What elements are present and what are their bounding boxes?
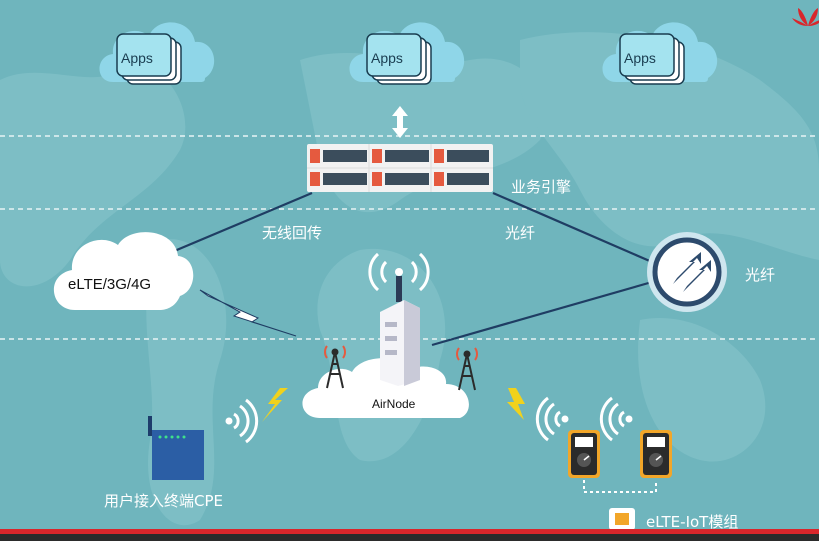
meter-device-icon: [568, 430, 600, 478]
progress-bar: [0, 529, 819, 534]
airnode-label: AirNode: [372, 397, 416, 411]
wifi-signal-icon: [535, 396, 569, 442]
lightning-icon: [507, 388, 525, 420]
apps-cloud-icon: [602, 22, 718, 85]
cpe-label: 用户接入终端CPE: [104, 492, 223, 510]
engine-label: 业务引擎: [511, 178, 572, 196]
apps-cloud-icon: [99, 22, 215, 85]
iot-module-label: eLTE-IoT模组: [646, 513, 739, 531]
fiber-line-top: [492, 191, 653, 264]
apps-label: Apps: [121, 50, 153, 66]
meter-link-arrow: [583, 480, 657, 493]
base-station-icon: [368, 252, 430, 386]
apps-label: Apps: [624, 50, 656, 66]
cell-tower-icon: [456, 347, 478, 391]
cell-tower-icon: [324, 345, 346, 389]
wifi-signal-icon: [599, 396, 633, 442]
elte-cloud-icon: [53, 232, 194, 310]
backhaul-line: [171, 191, 313, 254]
wifi-signal-icon: [225, 398, 259, 444]
cpe-device-icon: [148, 416, 204, 480]
lightning-icon: [262, 388, 288, 422]
airnode-cloud-icon: [302, 358, 469, 418]
fiber-label-right: 光纤: [745, 266, 776, 284]
router-icon: [647, 232, 727, 312]
server-rack-icon: [307, 144, 493, 192]
chip-icon: [609, 508, 635, 530]
connection-lines: [171, 191, 653, 347]
fiber-label-top: 光纤: [505, 224, 536, 242]
lightning-icon: [199, 289, 297, 337]
huawei-logo-icon: [792, 8, 819, 26]
meter-device-icon: [640, 430, 672, 478]
bidirectional-arrow-icon: [392, 106, 408, 138]
fiber-line-airnode: [431, 280, 653, 347]
cloud-network-label: eLTE/3G/4G: [68, 276, 152, 293]
bottom-bar: [0, 534, 819, 541]
apps-cloud-icon: [349, 22, 465, 85]
wireless-backhaul-label: 无线回传: [262, 224, 323, 242]
apps-label: Apps: [371, 50, 403, 66]
